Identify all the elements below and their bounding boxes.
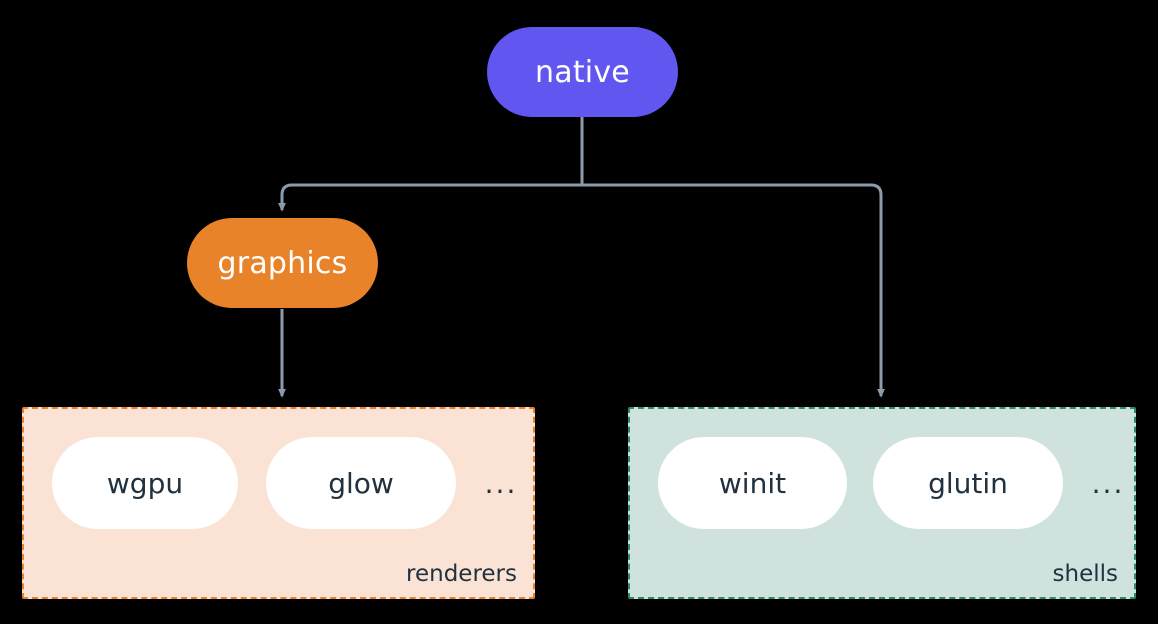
leaf-node-glutin-label: glutin xyxy=(928,466,1008,500)
node-native-label: native xyxy=(535,54,630,90)
node-native[interactable]: native xyxy=(487,27,678,117)
leaf-node-winit-label: winit xyxy=(718,466,787,500)
leaf-node-glutin[interactable]: glutin xyxy=(873,437,1063,529)
cluster-shells-body: winit glutin ... shells xyxy=(630,409,1134,597)
cluster-renderers-label: renderers xyxy=(406,561,517,587)
leaf-node-wgpu[interactable]: wgpu xyxy=(52,437,238,529)
edge-native-to-shells xyxy=(582,183,885,398)
leaf-node-wgpu-label: wgpu xyxy=(106,466,184,500)
cluster-shells-label: shells xyxy=(1052,561,1118,587)
node-graphics-label: graphics xyxy=(217,245,348,281)
leaf-node-winit[interactable]: winit xyxy=(658,437,847,529)
cluster-shells: winit glutin ... shells xyxy=(628,407,1136,599)
cluster-renderers-body: wgpu glow ... renderers xyxy=(24,409,533,597)
edge-native-to-graphics xyxy=(278,183,582,212)
renderers-overflow-ellipsis: ... xyxy=(484,466,518,500)
cluster-renderers: wgpu glow ... renderers xyxy=(22,407,535,599)
leaf-node-glow-label: glow xyxy=(328,466,394,500)
leaf-node-glow[interactable]: glow xyxy=(266,437,456,529)
node-graphics[interactable]: graphics xyxy=(187,218,378,308)
shells-overflow-ellipsis: ... xyxy=(1091,466,1125,500)
